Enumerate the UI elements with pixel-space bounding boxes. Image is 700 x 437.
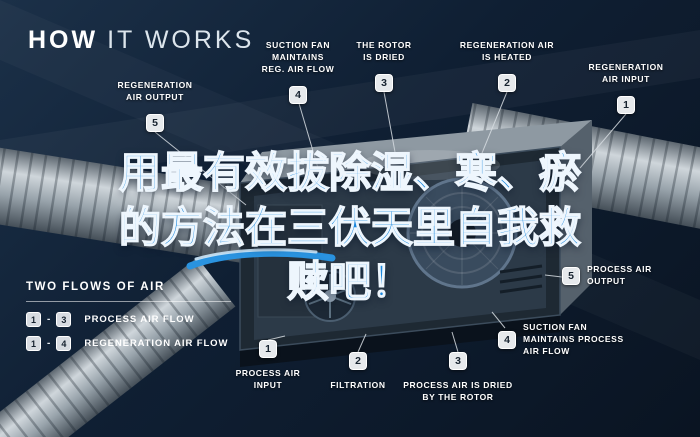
title-light: IT WORKS	[107, 26, 255, 54]
duct-left	[0, 142, 271, 266]
step-badge: 4	[498, 330, 516, 349]
step-badge: 2	[498, 73, 516, 92]
callout-regen-air-heated: REGENERATION AIR IS HEATED 2	[448, 40, 566, 92]
step-badge: 4	[56, 336, 72, 351]
legend-divider	[26, 301, 231, 302]
callout-label: REGENERATION AIR IS HEATED	[459, 40, 555, 62]
callout-process-air-output: 5 PROCESS AIR OUTPUT	[562, 264, 672, 288]
duct-lower-left	[0, 257, 236, 437]
callout-label: PROCESS AIR OUTPUT	[587, 264, 652, 286]
step-badge: 3	[449, 352, 467, 370]
callout-regen-air-input: REGENERATION AIR INPUT 1	[572, 62, 680, 114]
brush-swoosh	[186, 248, 336, 270]
step-badge: 1	[617, 95, 635, 114]
callout-label: REGENERATION AIR OUTPUT	[117, 80, 193, 102]
callout-label: FILTRATION	[330, 380, 386, 390]
callout-label: SUCTION FAN MAINTAINS PROCESS AIR FLOW	[523, 322, 624, 356]
legend-item-regeneration: 1 - 4 REGENERATION AIR FLOW	[26, 336, 241, 351]
legend-item-process: 1 - 3 PROCESS AIR FLOW	[26, 312, 241, 327]
step-badge: 3	[375, 73, 393, 92]
legend-label: PROCESS AIR FLOW	[84, 314, 195, 325]
callout-filtration: 2 FILTRATION	[320, 352, 396, 392]
title-bold: HOW	[28, 26, 99, 54]
step-badge: 1	[26, 336, 41, 351]
legend-label: REGENERATION AIR FLOW	[84, 338, 229, 349]
step-badge: 4	[289, 85, 307, 104]
legend-dash: -	[47, 338, 51, 349]
callout-regen-air-output: REGENERATION AIR OUTPUT 5	[100, 80, 210, 132]
legend-title: TWO FLOWS OF AIR	[26, 281, 165, 293]
rotor	[406, 177, 518, 289]
callout-process-air-dried: 3 PROCESS AIR IS DRIED BY THE ROTOR	[396, 352, 520, 404]
callout-label: PROCESS AIR INPUT	[235, 368, 301, 390]
machine-unit	[239, 120, 592, 367]
callout-label: THE ROTOR IS DRIED	[356, 40, 412, 62]
callout-rotor-dried: THE ROTOR IS DRIED 3	[342, 40, 426, 92]
suction-fan	[304, 270, 356, 322]
step-badge: 2	[349, 352, 367, 370]
callout-suction-fan-reg: SUCTION FAN MAINTAINS REG. AIR FLOW 4	[252, 40, 344, 104]
filter-slats	[499, 264, 543, 294]
page-title: HOW IT WORKS	[28, 26, 254, 55]
step-badge: 5	[146, 113, 164, 132]
step-badge: 1	[259, 340, 277, 358]
callout-label: PROCESS AIR IS DRIED BY THE ROTOR	[403, 380, 513, 402]
callout-label: REGENERATION AIR INPUT	[588, 62, 664, 84]
callout-process-air-input: 1 PROCESS AIR INPUT	[224, 340, 312, 392]
callout-suction-fan-process: 4 SUCTION FAN MAINTAINS PROCESS AIR FLOW	[498, 322, 641, 358]
step-badge: 3	[56, 312, 72, 327]
legend-dash: -	[47, 314, 51, 325]
step-badge: 5	[562, 266, 580, 285]
leader-lines	[154, 91, 627, 353]
step-badge: 1	[26, 312, 41, 327]
callout-label: SUCTION FAN MAINTAINS REG. AIR FLOW	[261, 40, 335, 74]
legend-two-flows: TWO FLOWS OF AIR 1 - 3 PROCESS AIR FLOW …	[26, 281, 241, 360]
